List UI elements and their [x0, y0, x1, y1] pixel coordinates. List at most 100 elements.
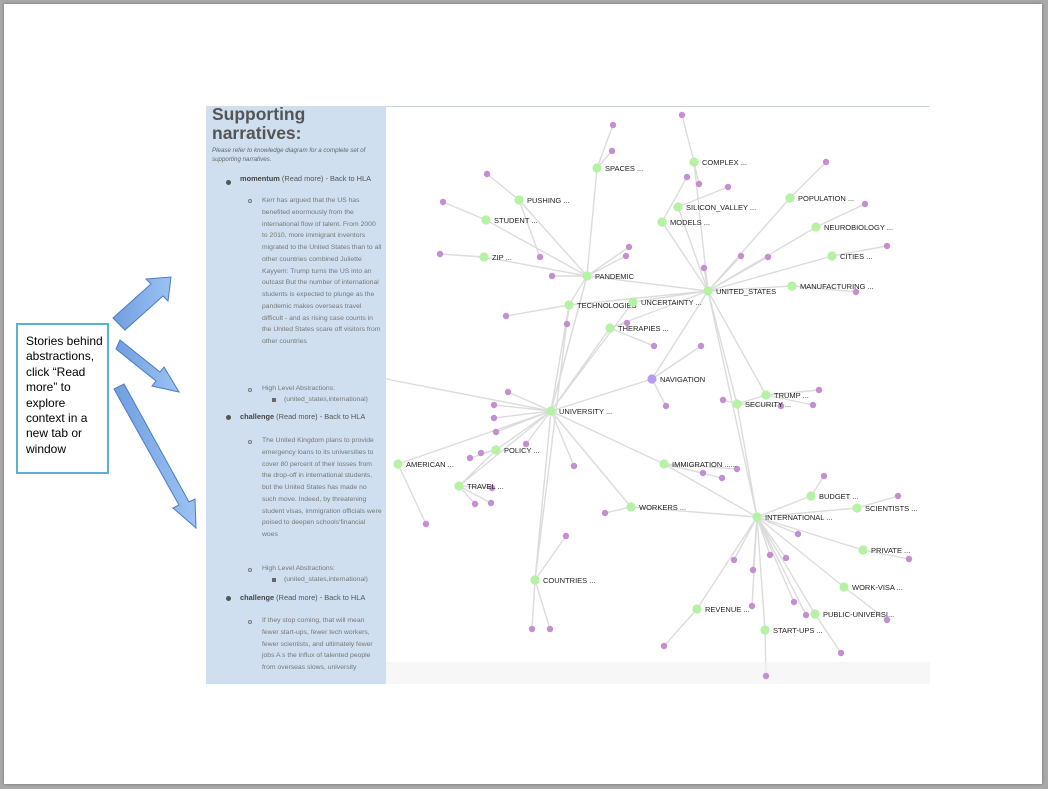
concept-node-countries[interactable] — [530, 575, 540, 585]
leaf-node[interactable] — [546, 625, 554, 633]
leaf-node[interactable] — [548, 272, 556, 280]
leaf-node[interactable] — [905, 555, 913, 563]
concept-node-student[interactable] — [481, 215, 491, 225]
concept-node-manufacturing[interactable] — [787, 281, 797, 291]
leaf-node[interactable] — [790, 598, 798, 606]
concept-node-technologies[interactable] — [564, 300, 574, 310]
leaf-node[interactable] — [601, 509, 609, 517]
back-to-hla-link[interactable]: - Back to HLA — [319, 593, 366, 602]
leaf-node[interactable] — [570, 462, 578, 470]
leaf-node[interactable] — [837, 649, 845, 657]
concept-node-immigration[interactable] — [659, 459, 669, 469]
leaf-node[interactable] — [504, 388, 512, 396]
leaf-node[interactable] — [622, 252, 630, 260]
leaf-node[interactable] — [492, 428, 500, 436]
concept-node-international[interactable] — [752, 512, 762, 522]
back-to-hla-link[interactable]: - Back to HLA — [325, 174, 372, 183]
read-more-link[interactable]: (Read more) — [276, 412, 318, 421]
leaf-node[interactable] — [724, 183, 732, 191]
read-more-link[interactable]: (Read more) — [276, 593, 318, 602]
leaf-node[interactable] — [822, 158, 830, 166]
concept-node-united-states[interactable] — [703, 286, 713, 296]
leaf-node[interactable] — [609, 121, 617, 129]
leaf-node[interactable] — [487, 499, 495, 507]
concept-node-scientists[interactable] — [852, 503, 862, 513]
concept-node-pushing[interactable] — [514, 195, 524, 205]
leaf-node[interactable] — [490, 414, 498, 422]
leaf-node[interactable] — [536, 253, 544, 261]
concept-node-trump[interactable] — [761, 390, 771, 400]
concept-node-cities[interactable] — [827, 251, 837, 261]
leaf-node[interactable] — [650, 342, 658, 350]
concept-node-start-ups[interactable] — [760, 625, 770, 635]
leaf-node[interactable] — [749, 566, 757, 574]
concept-node-population[interactable] — [785, 193, 795, 203]
concept-node-navigation[interactable] — [647, 374, 657, 384]
concept-node-pandemic[interactable] — [582, 271, 592, 281]
leaf-node[interactable] — [528, 625, 536, 633]
leaf-node[interactable] — [718, 474, 726, 482]
concept-node-policy[interactable] — [491, 445, 501, 455]
leaf-node[interactable] — [436, 250, 444, 258]
leaf-node[interactable] — [737, 252, 745, 260]
leaf-node[interactable] — [815, 386, 823, 394]
leaf-node[interactable] — [766, 551, 774, 559]
leaf-node[interactable] — [730, 556, 738, 564]
leaf-node[interactable] — [802, 611, 810, 619]
concept-node-american[interactable] — [393, 459, 403, 469]
read-more-link[interactable]: (Read more) — [281, 174, 324, 183]
concept-node-neurobiology[interactable] — [811, 222, 821, 232]
leaf-node[interactable] — [809, 401, 817, 409]
leaf-node[interactable] — [883, 242, 891, 250]
leaf-node[interactable] — [700, 264, 708, 272]
leaf-node[interactable] — [562, 532, 570, 540]
leaf-node[interactable] — [733, 465, 741, 473]
leaf-node[interactable] — [488, 484, 496, 492]
concept-node-zip[interactable] — [479, 252, 489, 262]
concept-node-spaces[interactable] — [592, 163, 602, 173]
leaf-node[interactable] — [471, 500, 479, 508]
knowledge-graph-svg[interactable]: SPACES ...COMPLEX ...PUSHING ...SILICON_… — [386, 106, 930, 684]
leaf-node[interactable] — [678, 111, 686, 119]
leaf-node[interactable] — [662, 402, 670, 410]
concept-node-models[interactable] — [657, 217, 667, 227]
concept-node-complex[interactable] — [689, 157, 699, 167]
concept-node-private[interactable] — [858, 545, 868, 555]
leaf-node[interactable] — [748, 602, 756, 610]
back-to-hla-link[interactable]: - Back to HLA — [319, 412, 366, 421]
leaf-node[interactable] — [883, 616, 891, 624]
leaf-node[interactable] — [477, 449, 485, 457]
leaf-node[interactable] — [861, 200, 869, 208]
leaf-node[interactable] — [782, 554, 790, 562]
leaf-node[interactable] — [695, 180, 703, 188]
leaf-node[interactable] — [683, 173, 691, 181]
leaf-node[interactable] — [762, 672, 770, 680]
leaf-node[interactable] — [777, 402, 785, 410]
concept-node-therapies[interactable] — [605, 323, 615, 333]
leaf-node[interactable] — [522, 440, 530, 448]
leaf-node[interactable] — [608, 147, 616, 155]
leaf-node[interactable] — [483, 170, 491, 178]
concept-node-uncertainty[interactable] — [628, 297, 638, 307]
leaf-node[interactable] — [660, 642, 668, 650]
leaf-node[interactable] — [820, 472, 828, 480]
concept-node-revenue[interactable] — [692, 604, 702, 614]
leaf-node[interactable] — [852, 288, 860, 296]
leaf-node[interactable] — [697, 342, 705, 350]
leaf-node[interactable] — [625, 243, 633, 251]
concept-node-public-universi[interactable] — [810, 609, 820, 619]
leaf-node[interactable] — [502, 312, 510, 320]
leaf-node[interactable] — [490, 401, 498, 409]
leaf-node[interactable] — [466, 454, 474, 462]
leaf-node[interactable] — [764, 253, 772, 261]
concept-node-workers[interactable] — [626, 502, 636, 512]
leaf-node[interactable] — [623, 319, 631, 327]
concept-node-budget[interactable] — [806, 491, 816, 501]
concept-node-security[interactable] — [732, 399, 742, 409]
concept-node-silicon-valley[interactable] — [673, 202, 683, 212]
leaf-node[interactable] — [699, 469, 707, 477]
leaf-node[interactable] — [719, 396, 727, 404]
leaf-node[interactable] — [563, 320, 571, 328]
leaf-node[interactable] — [439, 198, 447, 206]
leaf-node[interactable] — [894, 492, 902, 500]
